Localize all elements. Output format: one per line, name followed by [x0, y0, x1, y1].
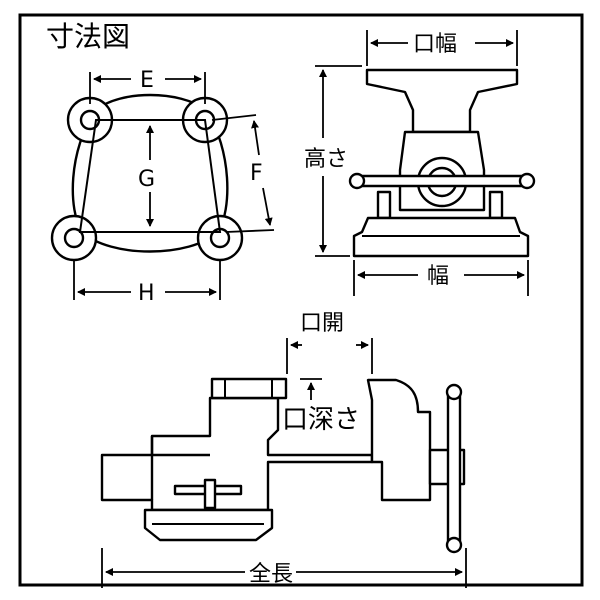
label-throat-depth: 口深さ: [282, 405, 360, 435]
f-extension-top: [211, 114, 257, 121]
inner-outline: [78, 119, 222, 233]
jaw-edge-left: [404, 91, 414, 111]
front-view: 口幅 高さ 幅: [304, 30, 536, 296]
label-f: F: [250, 161, 263, 186]
post-right: [488, 190, 504, 220]
handle-bar: [356, 174, 528, 188]
label-height: 高さ: [304, 147, 348, 172]
bolt-hole-bottom-left: [63, 227, 85, 249]
rear-jaw: [210, 377, 288, 400]
side-handle-knob-bottom: [445, 536, 463, 554]
lock-lever-hub: [203, 478, 217, 510]
side-view: 口開 口深さ 全長: [100, 311, 467, 588]
base-view: E G F H: [50, 68, 275, 306]
handle-knob-right: [518, 172, 536, 190]
label-jaw-width: 口幅: [413, 32, 457, 57]
jaw-top: [365, 68, 519, 134]
outer-frame: [18, 13, 584, 587]
side-handle: [446, 390, 462, 544]
front-jaw: [366, 378, 432, 502]
label-h: H: [138, 281, 155, 306]
f-dim-line-top: [251, 120, 260, 156]
post-left: [376, 190, 392, 220]
handle-knob-left: [348, 172, 366, 190]
label-width: 幅: [427, 264, 449, 289]
label-jaw-opening: 口開: [300, 311, 344, 336]
rear-body: [100, 396, 374, 512]
label-overall-length: 全長: [249, 562, 293, 587]
label-e: E: [140, 68, 154, 93]
f-extension-bottom: [225, 229, 275, 233]
diagram-title: 寸法図: [46, 20, 130, 53]
rear-body-lines: [150, 436, 210, 500]
label-g: G: [138, 167, 155, 192]
f-dim-line-bottom: [262, 187, 273, 226]
side-handle-knob-top: [445, 383, 463, 401]
